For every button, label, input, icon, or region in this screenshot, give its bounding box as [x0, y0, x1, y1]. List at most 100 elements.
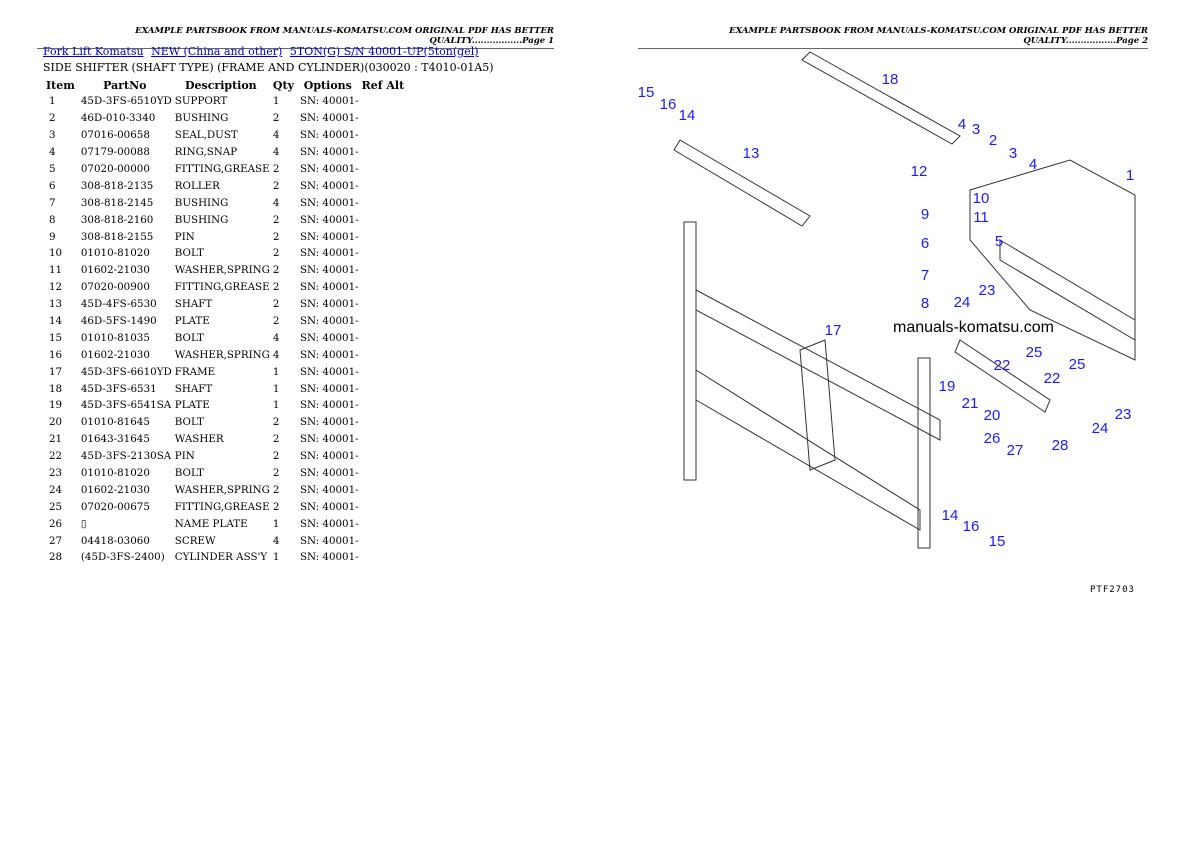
callout-number: 22 [994, 357, 1011, 374]
callout-number: 1 [1126, 167, 1134, 184]
cell-description: BOLT [174, 467, 204, 480]
cell-qty: 2 [272, 112, 280, 125]
cell-description: CYLINDER ASS'Y [174, 551, 268, 564]
cell-qty: 2 [272, 483, 280, 496]
breadcrumb-link-region[interactable]: NEW (China and other) [151, 45, 283, 58]
column-header: Description [184, 78, 257, 92]
cell-part-no: 01010-81035 [80, 331, 150, 344]
cell-item: 8 [49, 213, 56, 226]
cell-description: RING,SNAP [174, 146, 238, 159]
callout-number: 3 [972, 121, 980, 138]
cell-part-no: 46D-5FS-1490 [80, 315, 157, 328]
frame-left-post [683, 221, 697, 481]
column-header: Ref Alt [361, 78, 405, 92]
callout-number: 4 [958, 116, 966, 133]
cell-description: BUSHING [174, 112, 229, 125]
cell-item: 27 [49, 534, 63, 547]
cell-qty: 1 [272, 517, 280, 530]
cell-part-no: 01010-81020 [80, 247, 150, 260]
callout-number: 14 [679, 107, 696, 124]
cell-options: SN: 40001- [299, 500, 359, 513]
cell-part-no: 45D-3FS-6510YD [80, 95, 172, 108]
callout-number: 10 [973, 190, 990, 207]
cell-qty: 2 [272, 213, 280, 226]
cell-item: 22 [49, 450, 63, 463]
shaft-13 [673, 139, 811, 227]
cell-qty: 4 [272, 348, 280, 361]
callout-number: 20 [984, 407, 1001, 424]
cell-qty: 2 [272, 433, 280, 446]
cell-part-no: 07020-00900 [80, 281, 150, 294]
cell-part-no: 45D-3FS-6541SA [80, 399, 172, 412]
callout-number: 18 [882, 71, 899, 88]
callout-number: 11 [973, 209, 989, 226]
cell-item: 4 [49, 146, 56, 159]
cell-part-no: 308-818-2135 [80, 179, 154, 192]
shaft-18 [801, 51, 961, 145]
callout-number: 16 [660, 96, 677, 113]
callout-number: 26 [984, 430, 1001, 447]
callout-number: 25 [1069, 356, 1086, 373]
callout-number: 15 [638, 84, 655, 101]
callout-number: 22 [1044, 370, 1061, 387]
section-title: SIDE SHIFTER (SHAFT TYPE) (FRAME AND CYL… [43, 61, 494, 74]
support-rail [999, 239, 1136, 341]
callout-number: 27 [1007, 442, 1024, 459]
cell-options: SN: 40001- [299, 467, 359, 480]
cell-description: SEAL,DUST [174, 129, 238, 142]
cell-item: 12 [49, 281, 63, 294]
cell-part-no: 01010-81020 [80, 467, 150, 480]
cell-item: 26 [49, 517, 63, 530]
cell-item: 3 [49, 129, 56, 142]
callout-number: 13 [743, 145, 760, 162]
breadcrumb-link-brand[interactable]: Fork Lift Komatsu [43, 45, 144, 58]
cell-description: FRAME [174, 365, 216, 378]
cell-qty: 2 [272, 298, 280, 311]
callout-number: 14 [942, 507, 959, 524]
cell-options: SN: 40001- [299, 365, 359, 378]
callout-number: 17 [825, 322, 842, 339]
cell-description: SHAFT [174, 382, 213, 395]
callout-number: 23 [1115, 406, 1132, 423]
cell-item: 15 [49, 331, 63, 344]
cell-part-no: 308-818-2155 [80, 230, 154, 243]
breadcrumb-link-model[interactable]: 5TON(G) S/N 40001-UP(5ton(gel) [289, 45, 479, 58]
cell-item: 20 [49, 416, 63, 429]
cell-item: 11 [49, 264, 63, 277]
cell-options: SN: 40001- [299, 196, 359, 209]
cell-item: 1 [49, 95, 56, 108]
cell-qty: 1 [272, 365, 280, 378]
callout-number: 12 [911, 163, 928, 180]
cell-description: SHAFT [174, 298, 213, 311]
cell-qty: 1 [272, 95, 280, 108]
column-header: Qty [272, 78, 294, 92]
cell-part-no: 04418-03060 [80, 534, 150, 547]
callout-number: 25 [1026, 344, 1043, 361]
cell-options: SN: 40001- [299, 179, 359, 192]
callout-number: 23 [979, 282, 996, 299]
cell-item: 17 [49, 365, 63, 378]
cell-part-no: 07020-00675 [80, 500, 150, 513]
callout-number: 24 [1092, 420, 1109, 437]
cell-description: FITTING,GREASE [174, 163, 270, 175]
cell-part-no: ▯ [80, 517, 87, 530]
cell-description: ROLLER [174, 179, 220, 192]
callout-number: 8 [921, 295, 929, 312]
cylinder-28 [954, 339, 1051, 413]
